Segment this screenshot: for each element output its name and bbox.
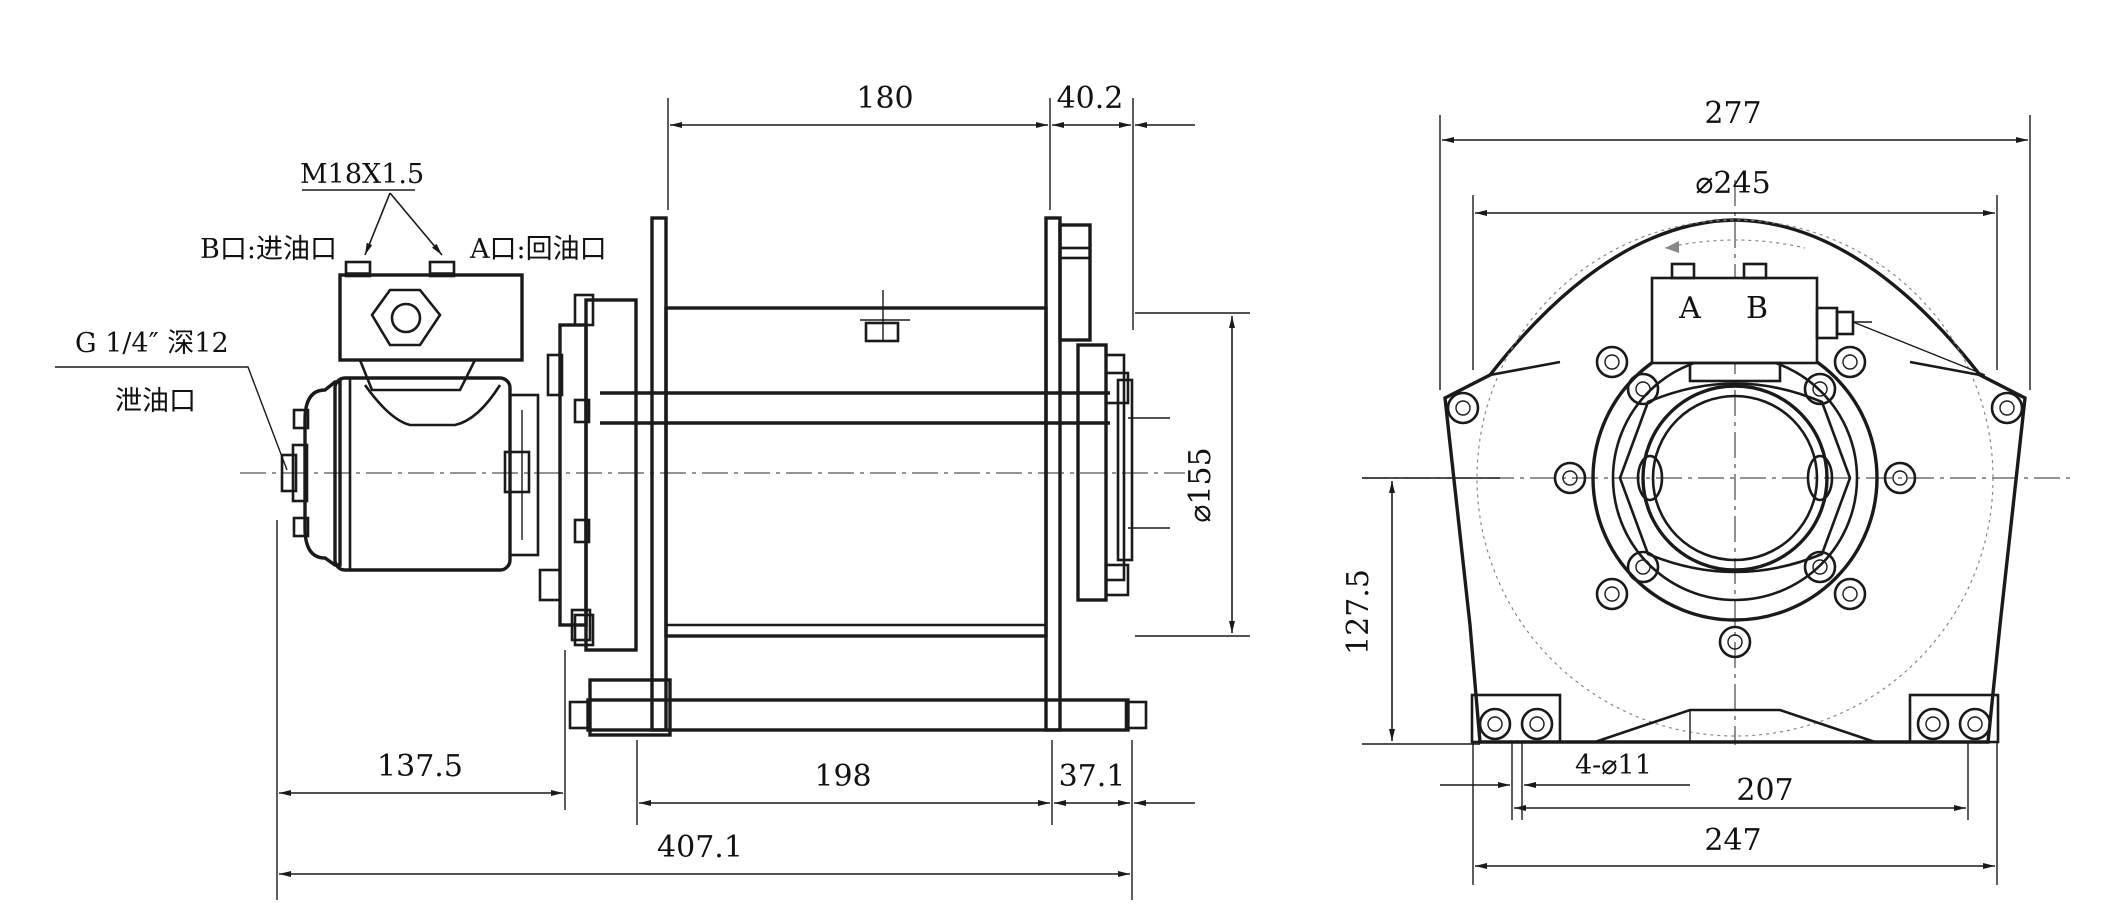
front-valve-block: A B (1650, 239, 1986, 383)
base-notch (1594, 708, 1876, 744)
side-dimensions: 180 40.2 ⌀155 137.5 198 37.1 407.1 (279, 81, 1235, 877)
dim-207: 207 (1736, 773, 1793, 808)
front-port-a: A (1678, 291, 1701, 326)
dim-137-5: 137.5 (377, 749, 463, 784)
side-extension-lines (276, 98, 1250, 900)
dim-127-5: 127.5 (1341, 569, 1376, 655)
side-annotations: M18X1.5 B口:进油口 A口:回油口 G 1/4″ 深12 泄油口 (55, 159, 607, 471)
side-view: 180 40.2 ⌀155 137.5 198 37.1 407.1 M18X1… (55, 81, 1250, 900)
front-dimensions: 277 ⌀245 127.5 4-⌀11 207 247 (1341, 96, 2028, 869)
label-thread-spec: M18X1.5 (300, 159, 424, 190)
bolt-ring (1553, 345, 1917, 659)
dim-277: 277 (1704, 96, 1761, 131)
dim-180: 180 (856, 81, 913, 116)
front-extension-lines (1362, 115, 2031, 885)
dim-40-2: 40.2 (1057, 81, 1124, 116)
label-drain-spec: G 1/4″ 深12 (75, 328, 229, 359)
dim-247: 247 (1704, 823, 1761, 858)
right-frame (1058, 223, 1170, 602)
label-drain-port: 泄油口 (115, 386, 196, 417)
hydraulic-motor (280, 376, 540, 572)
label-port-a-return: A口:回油口 (469, 234, 607, 265)
front-view: A B 277 (1341, 96, 2070, 885)
dim-hole-spec: 4-⌀11 (1575, 750, 1652, 781)
rope-drum (600, 290, 1110, 638)
dim-198: 198 (814, 759, 871, 794)
drum-flange-right (1044, 216, 1062, 732)
valve-block (338, 260, 524, 392)
dim-d155: ⌀155 (1183, 447, 1218, 522)
drum-flange-hidden (1476, 219, 1994, 737)
drum-flange-left (650, 216, 668, 732)
base-bolts (1470, 693, 2000, 744)
label-port-b-inlet: B口:进油口 (200, 234, 337, 265)
front-port-b: B (1746, 291, 1768, 326)
side-plate-outline (1443, 218, 2027, 744)
bolt-right (1990, 391, 2024, 425)
bolt-left (1446, 391, 1480, 425)
tie-rod (568, 608, 1148, 732)
dim-407-1: 407.1 (657, 830, 743, 865)
dim-37-1: 37.1 (1059, 759, 1126, 794)
dim-d245: ⌀245 (1695, 166, 1770, 201)
